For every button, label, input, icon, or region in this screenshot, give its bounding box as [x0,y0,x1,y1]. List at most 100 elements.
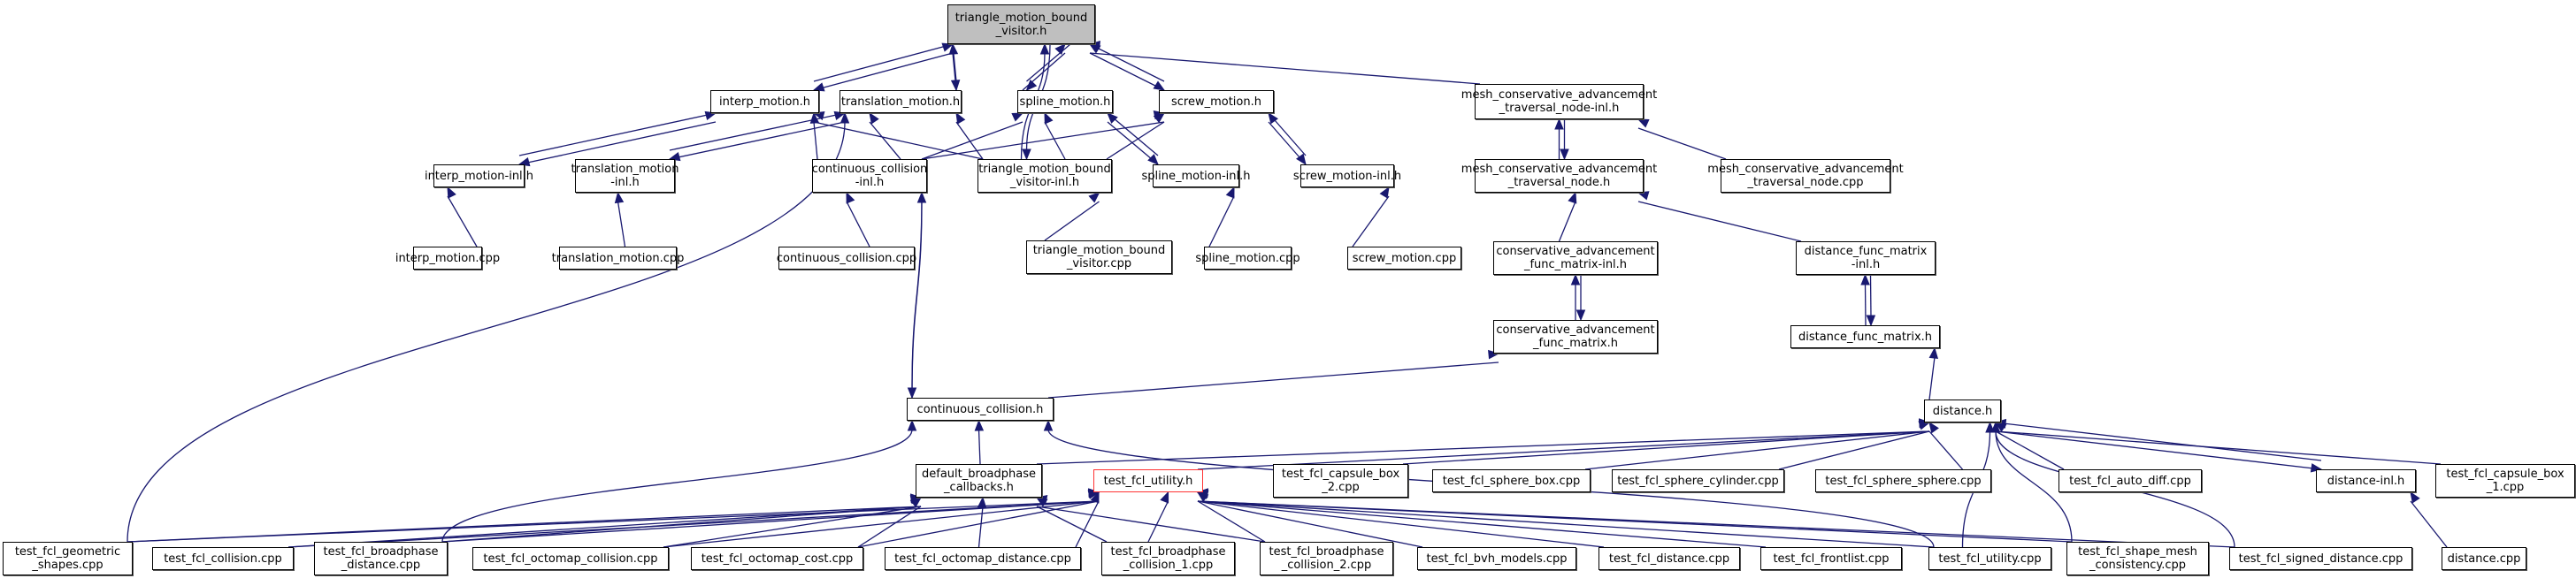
node-test-fcl-collision-cpp[interactable]: test_fcl_collision.cpp [152,547,294,570]
node-mesh-conservative-advancement-traversal-node-h[interactable]: mesh_conservative_advancement _traversal… [1461,159,1657,193]
node-test-fcl-octomap-distance-cpp[interactable]: test_fcl_octomap_distance.cpp [885,547,1081,570]
node-test-fcl-broadphase-collision-2-cpp[interactable]: test_fcl_broadphase _collision_2.cpp [1260,542,1393,575]
edge-tmbv_h-to-interp_h [813,43,954,82]
edge-dist_inl-to-dist_h [1995,430,2322,470]
edge-tdist_cpp-to-tfu_h [1197,500,1605,548]
node-test-fcl-distance-cpp[interactable]: test_fcl_distance.cpp [1598,547,1740,570]
edge-sc_cpp-to-dist_h [1778,430,1930,470]
arrowhead-icon [1637,118,1650,128]
edge-gs_cpp-to-tfu_h [126,500,1100,543]
edge-tmbv_cpp-to-tmbv_inl [1044,201,1100,241]
edge-ocost_cpp-to-tfu_h [857,500,1100,548]
node-distance-inl-h[interactable]: distance-inl.h [2316,469,2416,492]
node-continuous-collision-cpp[interactable]: continuous_collision.cpp [777,247,916,270]
node-test-fcl-octomap-cost-cpp[interactable]: test_fcl_octomap_cost.cpp [691,547,863,570]
node-continuous-collision-inl-h[interactable]: continuous_collision -inl.h [812,159,927,193]
node-triangle-motion-bound-visitor-inl-h[interactable]: triangle_motion_bound _visitor-inl.h [978,159,1112,193]
node-test-fcl-octomap-collision-cpp[interactable]: test_fcl_octomap_collision.cpp [472,547,669,570]
node-conservative-advancement-func-matrix-h[interactable]: conservative_advancement _func_matrix.h [1493,320,1658,354]
edge-cc_inl-to-screw_h [921,121,1165,160]
node-test-fcl-bvh-models-cpp[interactable]: test_fcl_bvh_models.cpp [1417,547,1576,570]
node-mesh-conservative-advancement-traversal-node-inl-h[interactable]: mesh_conservative_advancement _traversal… [1461,84,1657,119]
node-translation-motion-h[interactable]: translation_motion.h [840,90,962,113]
node-distance-func-matrix-h[interactable]: distance_func_matrix.h [1790,325,1940,348]
node-screw-motion-h[interactable]: screw_motion.h [1159,90,1274,113]
edge-dfm_h-to-dfm_inl [1864,283,1867,326]
arrowhead-icon [1576,309,1586,322]
node-interp-motion-cpp[interactable]: interp_motion.cpp [395,247,500,270]
edge-cafm_inl-to-mcatn_h [1558,201,1576,242]
edge-tmbv_h-to-screw_h [1089,43,1165,82]
arrowhead-icon [1039,42,1050,55]
node-distance-func-matrix-inl-h[interactable]: distance_func_matrix -inl.h [1796,241,1936,275]
edge-ss_cpp-to-dist_h [1928,430,1963,470]
node-test-fcl-broadphase-distance-cpp[interactable]: test_fcl_broadphase _distance.cpp [314,542,448,575]
arrowhead-icon [1296,153,1307,166]
node-test-fcl-utility-h[interactable]: test_fcl_utility.h [1093,469,1203,492]
node-test-fcl-utility-cpp[interactable]: test_fcl_utility.cpp [1928,547,2051,570]
node-default-broadphase-callbacks-h[interactable]: default_broadphase _callbacks.h [916,464,1042,498]
arrowhead-icon [840,111,850,124]
node-interp-motion-h[interactable]: interp_motion.h [710,90,819,113]
node-spline-motion-h[interactable]: spline_motion.h [1017,90,1113,113]
edge-occ_cpp-to-tfu_h [663,500,1100,548]
arrowhead-icon [1928,346,1939,359]
edge-screw_cpp-to-screw_inl [1352,195,1390,247]
arrowhead-icon [1570,273,1581,285]
arrowhead-icon [974,419,985,431]
edge-cc_inl-to-spline_h [921,121,1024,160]
node-distance-cpp[interactable]: distance.cpp [2442,547,2526,570]
arrowhead-icon [1918,421,1931,430]
edge-sb_cpp-to-dist_h [1584,430,1930,470]
node-translation-motion-cpp[interactable]: translation_motion.cpp [552,247,684,270]
arrowhead-icon [950,80,961,92]
arrowhead-icon [909,497,923,508]
node-test-fcl-broadphase-collision-1-cpp[interactable]: test_fcl_broadphase _collision_1.cpp [1101,542,1235,575]
node-test-fcl-sphere-box-cpp[interactable]: test_fcl_sphere_box.cpp [1432,469,1591,492]
arrowhead-icon [1043,419,1054,431]
edge-dist_h-to-dist_inl [1995,422,2322,461]
node-test-fcl-shape-mesh-consistency-cpp[interactable]: test_fcl_shape_mesh _consistency.cpp [2066,542,2209,575]
node-mesh-conservative-advancement-traversal-node-cpp[interactable]: mesh_conservative_advancement _traversal… [1707,159,1904,193]
edge-screw_h-to-screw_inl [1268,112,1307,156]
arrowhead-icon [1637,191,1650,201]
node-test-fcl-sphere-cylinder-cpp[interactable]: test_fcl_sphere_cylinder.cpp [1612,469,1784,492]
edge-dist_h-to-dfm_h [1928,356,1936,400]
edge-tmbv_inl-to-transl_h [955,121,984,160]
edge-mcatn_inl-to-tmbv_h [1089,52,1481,85]
node-test-fcl-signed-distance-cpp[interactable]: test_fcl_signed_distance.cpp [2229,547,2412,570]
edge-dfm_inl-to-mcatn_h [1637,201,1802,242]
edge-dfm_inl-to-dfm_h [1869,274,1872,317]
edge-bpd_cpp-to-tfu_h [441,500,1100,543]
node-triangle-motion-bound-visitor-cpp[interactable]: triangle_motion_bound _visitor.cpp [1026,240,1172,274]
node-test-fcl-capsule-box-2-cpp[interactable]: test_fcl_capsule_box _2.cpp [1273,464,1408,498]
node-test-fcl-geometric-shapes-cpp[interactable]: test_fcl_geometric _shapes.cpp [3,542,133,575]
node-conservative-advancement-func-matrix-inl-h[interactable]: conservative_advancement _func_matrix-in… [1493,241,1658,275]
edge-smc_cpp-to-dist_h [1995,430,2073,543]
node-interp-motion-inl-h[interactable]: interp_motion-inl.h [425,164,533,187]
arrowhead-icon [1928,421,1939,434]
node-test-fcl-frontlist-cpp[interactable]: test_fcl_frontlist.cpp [1760,547,1902,570]
node-triangle-motion-bound-visitor-h: triangle_motion_bound _visitor.h [947,4,1095,44]
node-screw-motion-cpp[interactable]: screw_motion.cpp [1347,247,1461,270]
node-spline-motion-cpp[interactable]: spline_motion.cpp [1195,247,1300,270]
node-test-fcl-auto-diff-cpp[interactable]: test_fcl_auto_diff.cpp [2058,469,2202,492]
node-spline-motion-inl-h[interactable]: spline_motion-inl.h [1141,164,1251,187]
arrowhead-icon [1990,421,2001,433]
node-translation-motion-inl-h[interactable]: translation_motion -inl.h [571,159,678,193]
edge-cb2_cpp-to-dist_h [1402,430,1930,465]
edge-mcatn_cpp-to-mcatn_inl [1637,127,1727,160]
node-distance-h[interactable]: distance.h [1924,400,2001,422]
edge-odist_cpp-to-dbc_h [978,506,984,548]
edge-spline_inl-to-spline_h [1107,121,1159,165]
node-continuous-collision-h[interactable]: continuous_collision.h [907,398,1054,421]
node-screw-motion-inl-h[interactable]: screw_motion-inl.h [1293,164,1401,187]
edge-bpc2_cpp-to-tfu_h [1197,500,1266,543]
arrowhead-icon [1985,421,1995,433]
edge-spline_cpp-to-spline_inl [1208,195,1235,247]
edge-ad_cpp-to-dist_h [1995,430,2065,470]
arrowhead-icon [907,419,917,431]
arrowhead-icon [1147,154,1159,165]
node-test-fcl-sphere-sphere-cpp[interactable]: test_fcl_sphere_sphere.cpp [1815,469,1991,492]
node-test-fcl-capsule-box-1-cpp[interactable]: test_fcl_capsule_box _1.cpp [2435,464,2575,498]
